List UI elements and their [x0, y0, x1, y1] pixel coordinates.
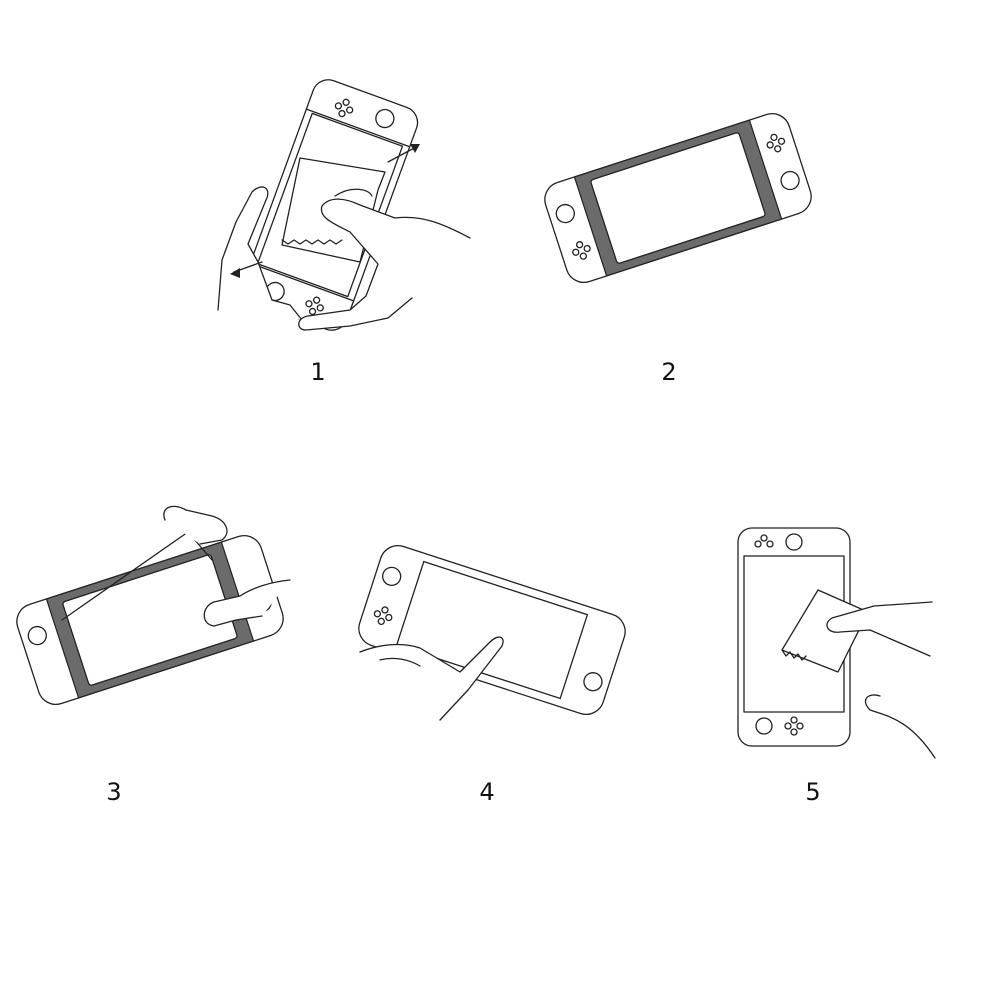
step-5: 5: [660, 420, 1001, 840]
step-number: 3: [106, 778, 122, 806]
step-2: 2: [0, 0, 1001, 420]
step-number: 2: [661, 358, 677, 386]
wipe-screen-illustration-icon: [217, 79, 471, 331]
step-number: 5: [805, 778, 821, 806]
wipe-bubbles-illustration-icon: [737, 527, 936, 759]
step-1: 1: [0, 0, 500, 420]
step-3: 3: [0, 420, 340, 840]
console-with-protector-icon: [544, 113, 812, 283]
align-protector-illustration-icon: [16, 505, 291, 705]
step-number: 4: [479, 778, 495, 806]
step-number: 1: [310, 358, 326, 386]
step-4: 4: [340, 420, 660, 840]
press-protector-illustration-icon: [358, 545, 626, 721]
